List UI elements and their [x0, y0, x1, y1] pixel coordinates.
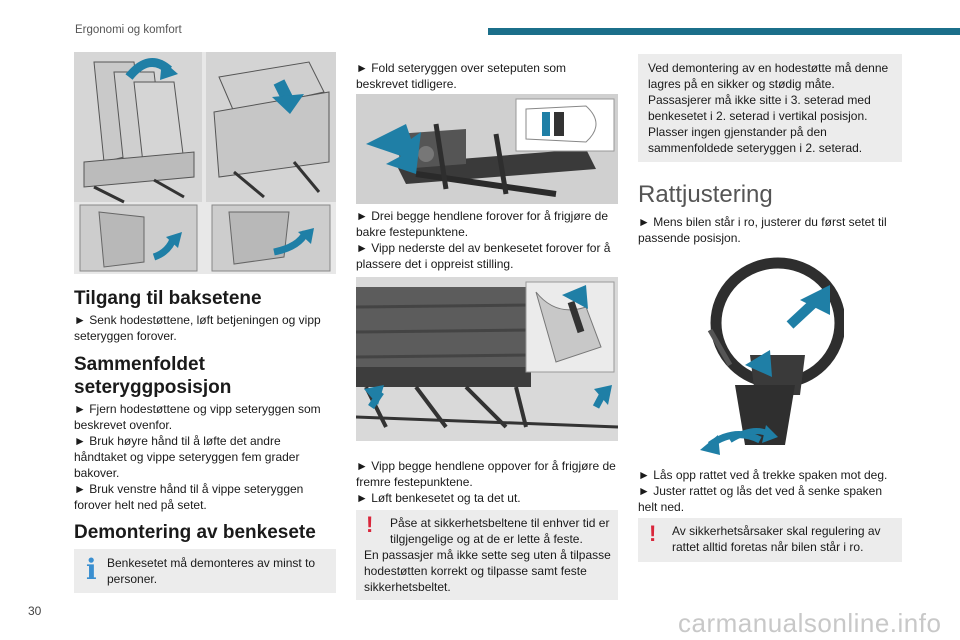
warning-text-continued: En passasjer må ikke sette seg uten å ti… [364, 548, 611, 594]
paragraph: ► Løft benkesetet og ta det ut. [356, 491, 521, 505]
note-text: Ved demontering av en hodestøtte må denn… [648, 61, 889, 155]
warning-box: ! Av sikkerhetsårsaker skal regulering a… [638, 518, 902, 562]
paragraph: ► Drei begge hendlene forover for å frig… [356, 209, 609, 239]
heading-rear-seat-access: Tilgang til baksetene [74, 288, 262, 309]
bench-upright-illustration [356, 277, 618, 441]
warning-text: Påse at sikkerhetsbeltene til enhver tid… [390, 516, 610, 546]
paragraph: ► Fold seteryggen over seteputen som bes… [356, 61, 566, 91]
seat-fold-illustration [74, 52, 336, 274]
warning-icon: ! [366, 512, 374, 537]
heading-folded-position-line2: seteryggposisjon [74, 377, 232, 398]
header-accent-bar [488, 28, 960, 35]
info-text: Benkesetet må demonteres av minst to per… [107, 556, 316, 586]
paragraph: ► Bruk venstre hånd til å vippe seterygg… [74, 482, 304, 512]
paragraph: ► Mens bilen står i ro, justerer du førs… [638, 215, 887, 245]
heading-folded-position: Sammenfoldet [74, 354, 205, 375]
note-box: Ved demontering av en hodestøtte må denn… [638, 54, 902, 162]
paragraph: ► Lås opp rattet ved å trekke spaken mot… [638, 468, 888, 482]
info-icon: i [86, 553, 97, 586]
paragraph: ► Juster rattet og lås det ved å senke s… [638, 484, 883, 514]
warning-box: ! Påse at sikkerhetsbeltene til enhver t… [356, 510, 618, 600]
bench-latch-illustration [356, 94, 618, 204]
info-box: i Benkesetet må demonteres av minst to p… [74, 549, 336, 593]
paragraph: ► Senk hodestøttene, løft betjeningen og… [74, 313, 321, 343]
steering-wheel-illustration [690, 255, 844, 460]
warning-icon: ! [649, 521, 657, 546]
paragraph: ► Bruk høyre hånd til å løfte det andre … [74, 434, 300, 480]
page-number: 30 [28, 604, 42, 618]
heading-steering-adjustment: Rattjustering [638, 181, 773, 208]
paragraph: ► Vipp nederste del av benkesetet forove… [356, 241, 611, 271]
heading-bench-removal: Demontering av benkesete [74, 522, 316, 543]
watermark: carmanualsonline.info [678, 608, 942, 638]
paragraph: ► Fjern hodestøttene og vipp seteryggen … [74, 402, 321, 432]
section-title: Ergonomi og komfort [75, 24, 182, 36]
paragraph: ► Vipp begge hendlene oppover for å frig… [356, 459, 616, 489]
warning-text: Av sikkerhetsårsaker skal regulering av … [672, 524, 881, 554]
